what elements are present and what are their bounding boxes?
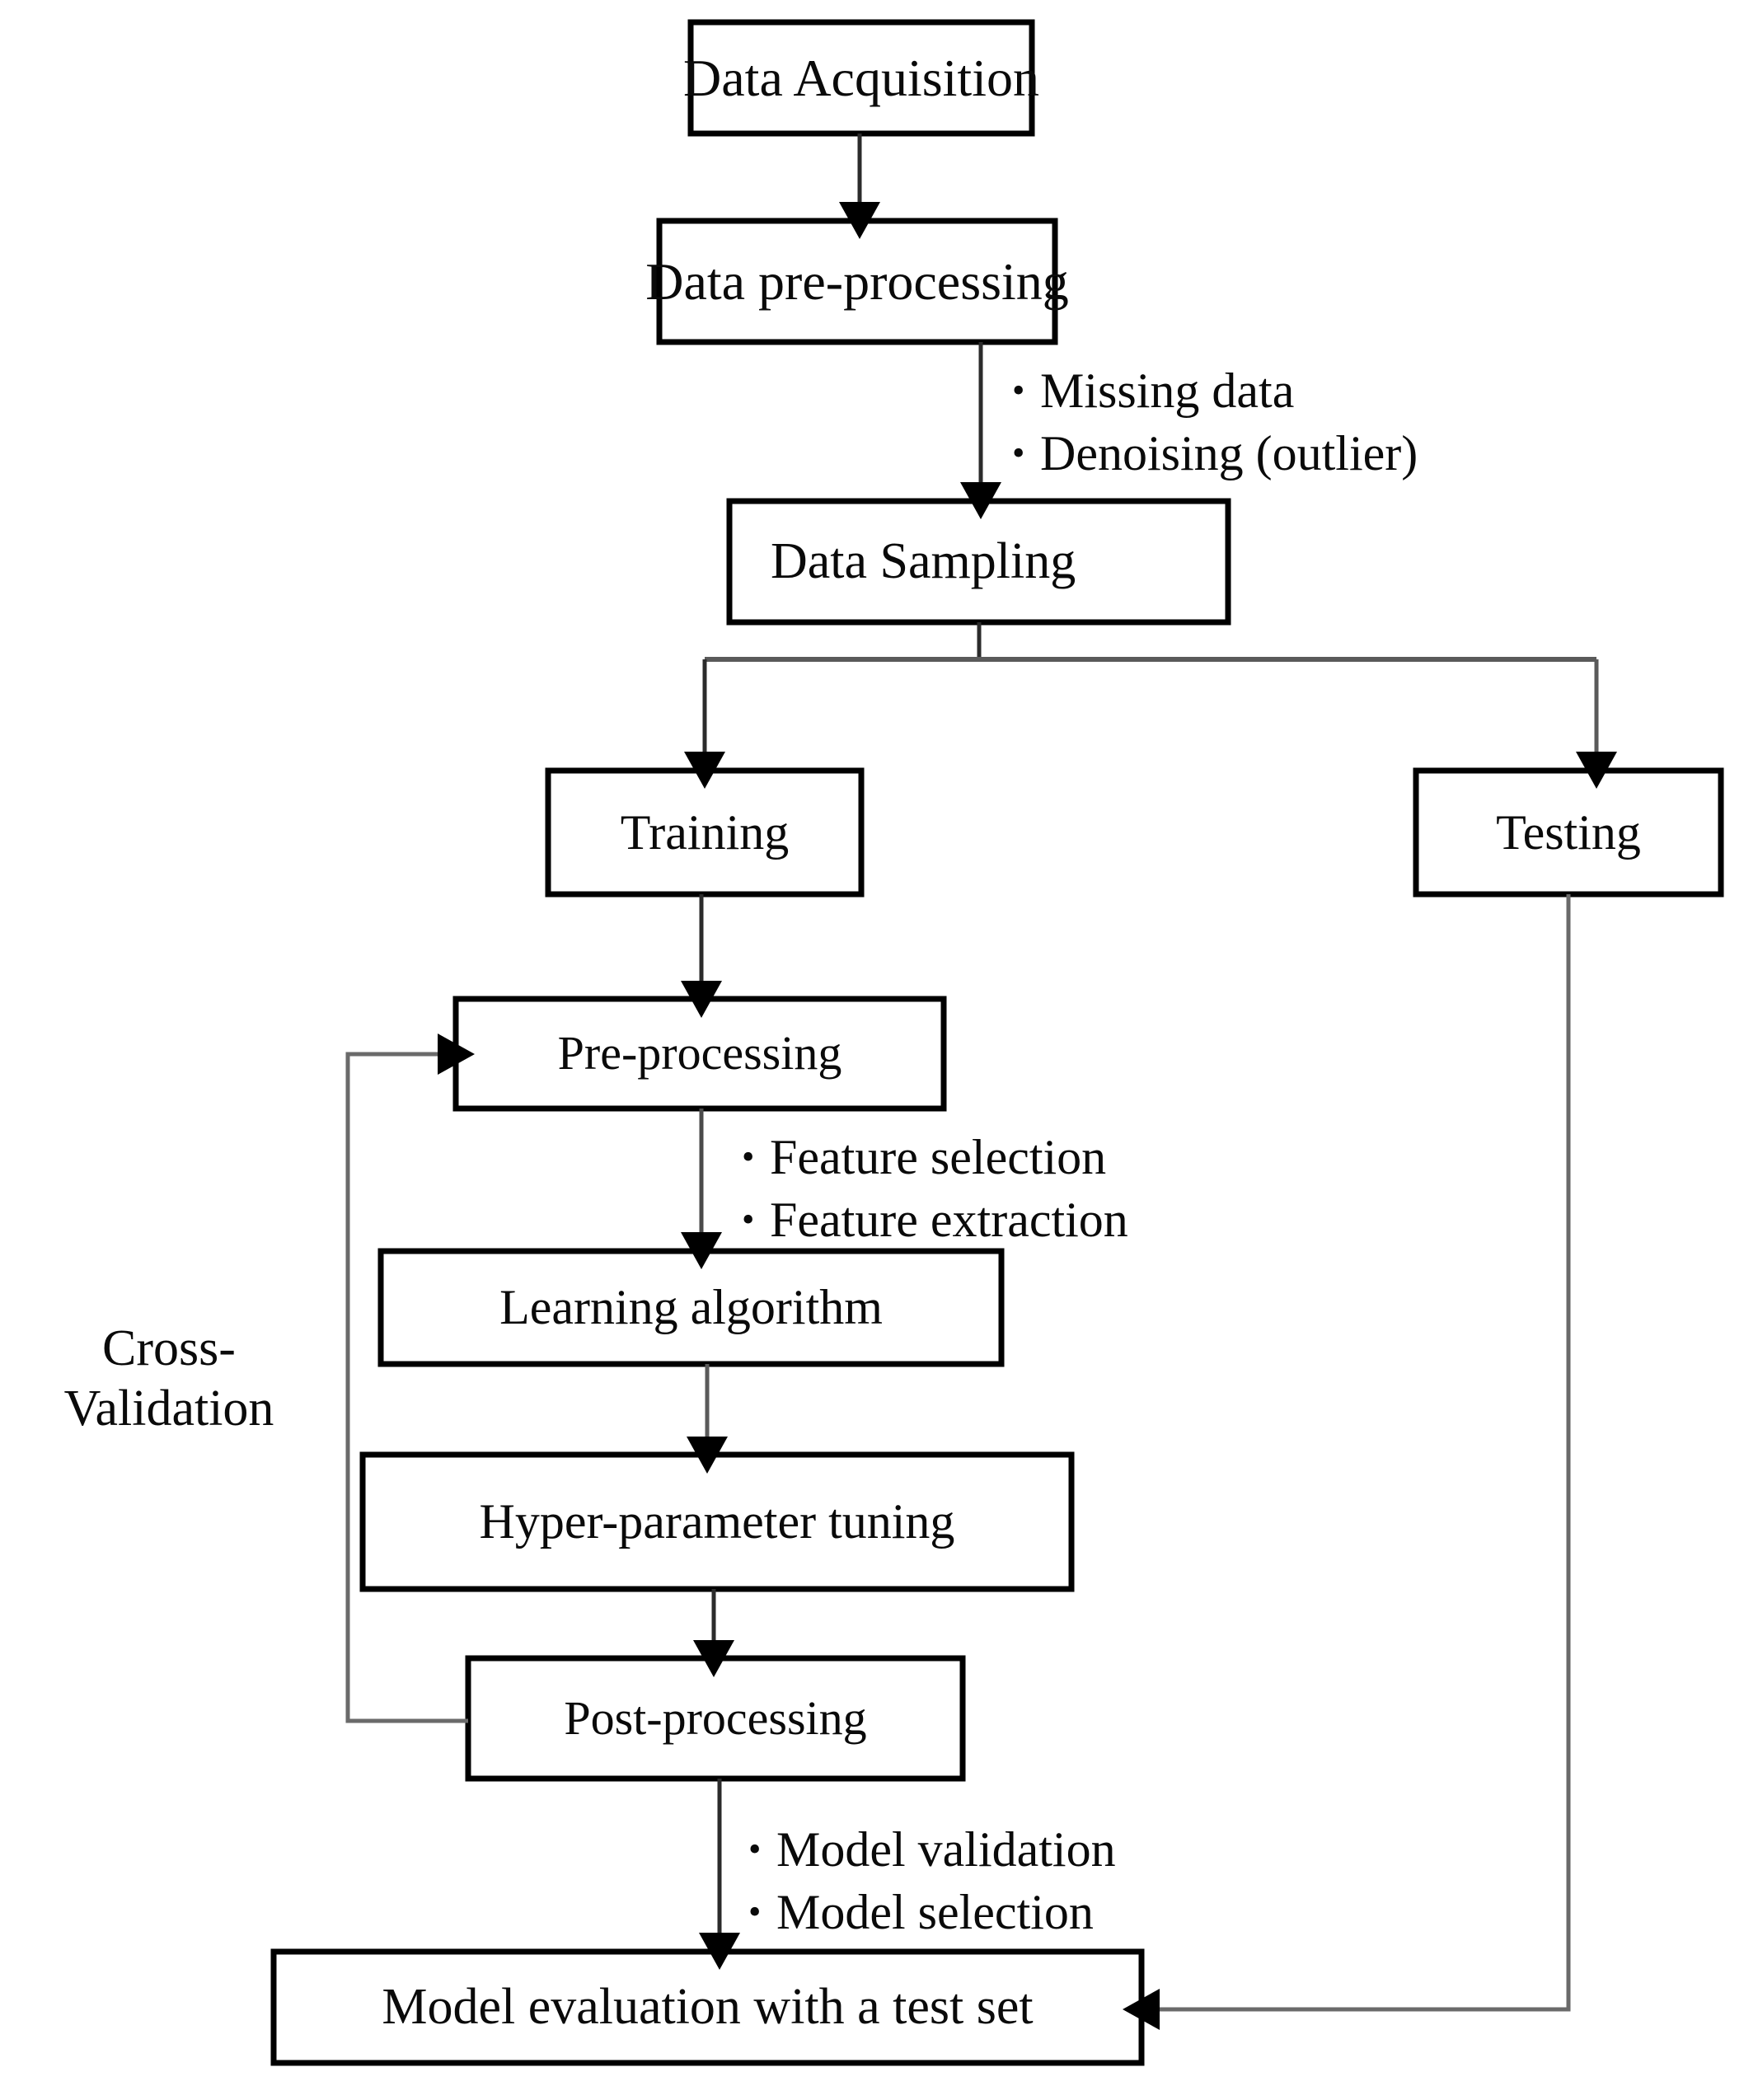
edge-testing-to-model-evaluation bbox=[1123, 894, 1571, 2030]
node-post-processing-label: Post-processing bbox=[564, 1690, 867, 1745]
node-hyper-parameter-tuning-label: Hyper-parameter tuning bbox=[479, 1494, 955, 1549]
node-model-evaluation[interactable]: Model evaluation with a test set bbox=[274, 1952, 1142, 2063]
bullet-text: Feature selection bbox=[770, 1130, 1107, 1185]
bullet-text: Model validation bbox=[776, 1822, 1116, 1877]
bullet-glyph-icon: • bbox=[748, 1829, 762, 1870]
node-preprocessing-label: Pre-processing bbox=[557, 1026, 842, 1080]
annotation-feature-bullets: • Feature selection • Feature extraction bbox=[742, 1121, 1128, 1247]
bullet-glyph-icon: • bbox=[1012, 433, 1025, 474]
node-training-label: Training bbox=[620, 804, 790, 860]
bullet-item: • Model selection bbox=[748, 1876, 1116, 1939]
node-preprocessing[interactable]: Pre-processing bbox=[456, 999, 944, 1109]
node-data-acquisition[interactable]: Data Acquisition bbox=[683, 22, 1039, 134]
node-learning-algorithm-label: Learning algorithm bbox=[499, 1280, 883, 1334]
bullet-item: • Feature extraction bbox=[742, 1184, 1128, 1247]
bullet-glyph-icon: • bbox=[748, 1891, 762, 1933]
annotation-model-bullets: • Model validation • Model selection bbox=[748, 1813, 1116, 1939]
bullet-item: • Feature selection bbox=[742, 1121, 1128, 1184]
bullet-item: • Missing data bbox=[1012, 354, 1418, 418]
box-data-acquisition bbox=[687, 19, 1035, 137]
node-data-sampling-label: Data Sampling bbox=[771, 532, 1076, 589]
bullet-item: • Model validation bbox=[748, 1813, 1116, 1877]
box-data-preprocessing bbox=[656, 218, 1058, 345]
box-learning-algorithm bbox=[377, 1248, 1005, 1367]
bullet-glyph-icon: • bbox=[742, 1199, 755, 1240]
node-training[interactable]: Training bbox=[548, 771, 861, 894]
box-hyper-parameter-tuning bbox=[359, 1451, 1075, 1592]
node-learning-algorithm[interactable]: Learning algorithm bbox=[381, 1251, 1001, 1364]
node-post-processing[interactable]: Post-processing bbox=[468, 1658, 963, 1779]
bullet-glyph-icon: • bbox=[1012, 370, 1025, 411]
box-training bbox=[545, 767, 865, 898]
edge-cross-validation-feedback bbox=[345, 1034, 475, 1723]
box-post-processing bbox=[465, 1655, 966, 1782]
box-model-evaluation bbox=[270, 1948, 1145, 2066]
bullet-text: Missing data bbox=[1040, 363, 1295, 419]
node-data-sampling[interactable]: Data Sampling bbox=[729, 501, 1228, 622]
bullet-text: Denoising (outlier) bbox=[1040, 426, 1418, 481]
node-data-acquisition-label: Data Acquisition bbox=[683, 48, 1039, 107]
bullet-text: Feature extraction bbox=[770, 1193, 1128, 1248]
node-model-evaluation-label: Model evaluation with a test set bbox=[382, 1978, 1034, 2035]
node-testing[interactable]: Testing bbox=[1416, 771, 1721, 894]
node-testing-label: Testing bbox=[1496, 804, 1641, 860]
cross-validation-line-2: Validation bbox=[63, 1380, 274, 1437]
node-data-preprocessing[interactable]: Data pre-processing bbox=[645, 221, 1069, 342]
cross-validation-line-1: Cross- bbox=[102, 1320, 236, 1376]
label-cross-validation: Cross- Validation bbox=[16, 1319, 321, 1439]
bullet-glyph-icon: • bbox=[742, 1137, 755, 1178]
bullet-text: Model selection bbox=[776, 1885, 1094, 1940]
annotation-preprocess-bullets: • Missing data • Denoising (outlier) bbox=[1012, 354, 1418, 480]
node-hyper-parameter-tuning[interactable]: Hyper-parameter tuning bbox=[363, 1455, 1071, 1589]
node-data-preprocessing-label: Data pre-processing bbox=[645, 251, 1069, 311]
bullet-item: • Denoising (outlier) bbox=[1012, 417, 1418, 480]
